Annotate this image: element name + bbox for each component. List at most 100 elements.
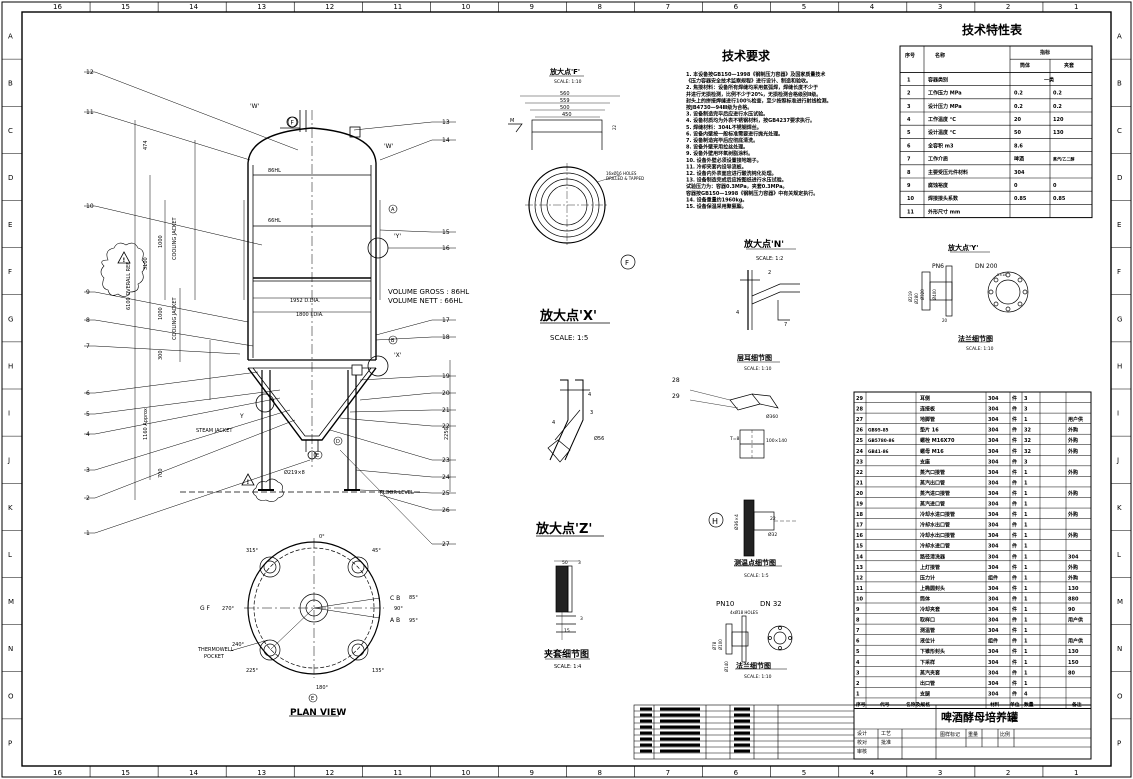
parts-cell: 304	[988, 480, 999, 486]
parts-cell: 上椭圆封头	[920, 585, 945, 592]
parts-cell: 件	[1012, 659, 1017, 666]
revision-mark	[640, 719, 652, 723]
detail-z-dim-50: 50	[562, 560, 568, 566]
tech-req-line: 3. 设备制造完毕后应进行水压试验。	[686, 111, 768, 118]
parts-cell: 130	[1068, 649, 1079, 655]
ruler-top-8: 8	[598, 3, 602, 11]
tech-req-line: 8. 设备外壁采用拉丝处理。	[686, 144, 748, 151]
parts-cell: 外购	[1068, 511, 1078, 518]
tag-w-top: 'W'	[250, 103, 260, 110]
angle-0: 0°	[319, 534, 325, 540]
parts-cell: 32	[1024, 438, 1031, 444]
parts-cell: 4	[1024, 691, 1028, 697]
parts-cell: 304	[988, 459, 999, 465]
parts-cell: 15	[856, 544, 863, 550]
revision-mark	[640, 737, 652, 741]
thermo-dim-36: Ø36×4	[733, 514, 740, 530]
title-block	[633, 704, 1092, 760]
parts-cell: 件	[1012, 406, 1017, 413]
tb-label-process: 工艺	[881, 731, 891, 737]
parts-cell: 件	[1012, 543, 1017, 550]
parts-cell: 件	[1012, 532, 1017, 539]
angle-90: 90°	[394, 606, 403, 612]
ruler-left-B: B	[8, 80, 13, 88]
flange-32-dim-100: Ø100	[718, 639, 723, 650]
tb-label-mark: 图样标记	[940, 731, 960, 738]
parts-cell: 件	[1012, 448, 1017, 455]
flange-y-dn: DN 200	[975, 263, 998, 270]
thermowell-label: THERMOWELL	[197, 647, 234, 653]
parts-cell: 304	[988, 417, 999, 423]
parts-cell: 件	[1012, 427, 1017, 434]
parts-cell: 件	[1012, 574, 1017, 581]
ruler-left-G: G	[8, 315, 13, 323]
tech-req-list: 1. 本设备按GB150—1998《钢制压力容器》及国家质量技术 《压力容器安全…	[685, 71, 831, 210]
tech-table-cell: 设计压力 MPa	[928, 103, 962, 110]
callout-4: 4	[86, 431, 90, 438]
parts-cell: 304	[988, 681, 999, 687]
callout-27: 27	[442, 541, 450, 548]
detail-f-holes1: 16xØ16 HOLES	[606, 171, 637, 176]
dim-2250: 2250	[444, 427, 450, 440]
revision-mark	[640, 725, 652, 729]
parts-cell: 90	[1068, 607, 1075, 613]
tech-req-line: 容器按GB150—1998《钢制压力容器》中有关规定执行。	[685, 190, 818, 197]
angle-225: 225°	[246, 668, 259, 674]
parts-cell: 32	[1024, 449, 1031, 455]
callout-9: 9	[86, 289, 90, 296]
callout-6: 6	[86, 390, 90, 397]
parts-cell: 冷却夹套	[920, 606, 940, 613]
tech-table-cell: 120	[1053, 117, 1064, 123]
parts-cell: 蒸汽夹套	[920, 669, 940, 676]
parts-cell: 3	[856, 670, 860, 676]
parts-cell: 17	[856, 523, 863, 529]
callout-22: 22	[442, 423, 450, 430]
tech-req-line: 12. 设备内外表面应进行酸洗钝化处理。	[686, 170, 777, 177]
tech-table-cell: 一类	[1044, 76, 1054, 83]
parts-cell: 304	[988, 523, 999, 529]
parts-cell: 304	[988, 586, 999, 592]
callout-23: 23	[442, 457, 450, 464]
tech-table-cell: 20	[1014, 117, 1021, 123]
callout-26: 26	[442, 507, 450, 514]
parts-cell: 液位计	[920, 638, 935, 645]
ruler-left-J: J	[7, 457, 10, 465]
parts-cell: 件	[1012, 585, 1017, 592]
parts-cell: 外购	[1068, 574, 1078, 581]
parts-header: 序号	[856, 701, 866, 708]
parts-cell: 28	[856, 407, 863, 413]
ruler-top-7: 7	[666, 3, 670, 11]
callout-8: 8	[86, 317, 90, 324]
detail-z-title: 放大点'Z'	[535, 521, 592, 537]
tech-table-cell: 7	[907, 157, 911, 163]
volume-gross: VOLUME GROSS : 86HL	[388, 288, 469, 296]
parts-cell: 蒸汽进口管	[920, 501, 945, 508]
detail-x-dim-56: Ø56	[594, 435, 604, 442]
parts-cell: 304	[988, 396, 999, 402]
pocket-label: POCKET	[204, 654, 225, 660]
tech-req-line: 13. 设备制造完成后应按图纸进行水压试验。	[686, 177, 787, 184]
ruler-bottom-3: 3	[938, 769, 942, 777]
table-line	[899, 45, 1093, 219]
ruler-bottom-14: 14	[189, 769, 198, 777]
tech-req-line: 10. 设备外壁必须设置接地端子。	[686, 157, 762, 164]
tech-table-cell: 0.85	[1053, 196, 1066, 202]
lug-detail	[689, 361, 780, 459]
lug-detail-title: 层耳细节图	[736, 353, 772, 362]
tech-req-line: 封头上的拼接焊缝进行100%检查，至少按照标准进行射线检测。	[686, 97, 831, 104]
revision-mark	[734, 707, 750, 711]
callout-18: 18	[442, 334, 450, 341]
tech-table-cell: 外形尺寸 mm	[928, 208, 960, 215]
parts-cell: 130	[1068, 586, 1079, 592]
parts-cell: 304	[988, 428, 999, 434]
tech-req-line: 7. 设备制造完毕后应彻底清洗。	[686, 137, 758, 144]
flange-y-dim-20: 20	[942, 318, 948, 323]
plan-bottom-tag: E	[311, 696, 314, 702]
parts-cell: 304	[988, 533, 999, 539]
parts-cell: 304	[988, 618, 999, 624]
detail-n-dim-4: 4	[736, 310, 739, 316]
tech-req-line: 4. 设备材质均为外表不锈钢材料，按GB4237要求执行。	[686, 117, 815, 124]
tb-label-scale: 比例	[1000, 731, 1010, 738]
detail-f-dim-559: 559	[560, 98, 570, 104]
revision-mark	[734, 749, 750, 753]
